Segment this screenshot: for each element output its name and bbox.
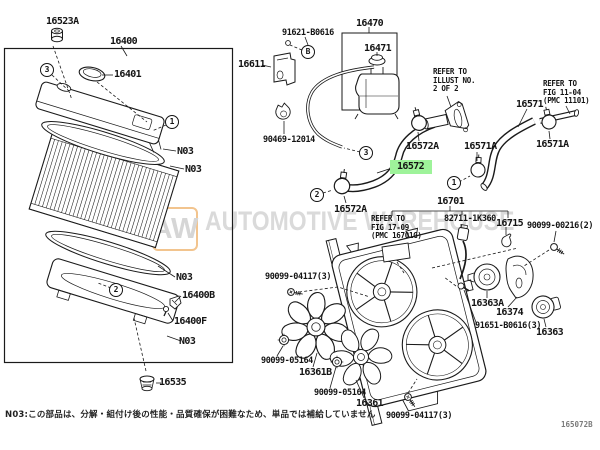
refer-to-note-2: REFER TO FIG 11-04 (PMC 11101) [543,79,590,105]
part-label-16400[interactable]: 16400 [110,36,138,47]
group-fans [279,291,393,389]
part-label-N03[interactable]: N03 [185,164,202,175]
part-label-16374[interactable]: 16374 [496,307,524,318]
part-label-16523A[interactable]: 16523A [46,16,79,27]
part-label-90099041173[interactable]: 90099-04117(3) [386,411,453,421]
part-label-16572A[interactable]: 16572A [406,141,439,152]
diagram-footnote: N03:この部品は、分解・組付け後の性能・品質確保が困難なため、単品では補給して… [5,410,376,420]
part-label-N03[interactable]: N03 [176,272,193,283]
part-label-16572[interactable]: 16572 [390,160,433,174]
group-reservoir-assembly [273,40,400,120]
part-label-16401[interactable]: 16401 [114,69,142,80]
part-label-16400B[interactable]: 16400B [182,290,215,301]
part-label-16470[interactable]: 16470 [356,18,384,29]
part-label-90099041173[interactable]: 90099-04117(3) [265,272,332,282]
callout-3[interactable]: 3 [359,146,373,160]
part-label-16571A[interactable]: 16571A [464,141,497,152]
part-label-16535[interactable]: 16535 [159,377,187,388]
part-label-16400F[interactable]: 16400F [174,316,207,327]
part-label-16571[interactable]: 16571 [516,99,544,110]
group-leader-lines [102,27,571,399]
diagram-id-code: 165072B [561,420,593,429]
callout-1[interactable]: 1 [165,115,179,129]
refer-to-note-3: REFER TO FIG 17-09 (PMC 16701G) [371,214,422,240]
part-label-9009905164[interactable]: 90099-05164 [261,356,313,366]
part-label-827111K360[interactable]: 82711-1K360 [444,214,496,224]
part-label-16611[interactable]: 16611 [238,59,266,70]
part-label-16363[interactable]: 16363 [536,327,564,338]
callout-1[interactable]: 1 [447,176,461,190]
callout-2[interactable]: 2 [310,188,324,202]
part-label-90099002162[interactable]: 90099-00216(2) [527,221,594,231]
part-label-9046912014[interactable]: 90469-12014 [263,135,315,145]
group-motors-hardware [277,224,565,410]
part-label-16471[interactable]: 16471 [364,43,392,54]
part-label-16715[interactable]: 16715 [496,218,524,229]
part-label-16363A[interactable]: 16363A [471,298,504,309]
part-label-N03[interactable]: N03 [177,146,194,157]
part-label-16361B[interactable]: 16361B [299,367,332,378]
group-dashed-lines [51,44,550,394]
part-label-16572A[interactable]: 16572A [334,204,367,215]
part-label-16701[interactable]: 16701 [437,196,465,207]
part-label-9009905164[interactable]: 90099-05164 [314,388,366,398]
part-label-N03[interactable]: N03 [179,336,196,347]
callout-3[interactable]: 3 [40,63,54,77]
callout-B[interactable]: B [301,45,315,59]
part-label-91621B0616[interactable]: 91621-B0616 [282,28,334,38]
group-fan-shroud [325,227,487,426]
refer-to-note-1: REFER TO ILLUST NO. 2 OF 2 [433,67,476,93]
callout-2[interactable]: 2 [109,283,123,297]
part-label-16571A[interactable]: 16571A [536,139,569,150]
part-label-91651B06163[interactable]: 91651-B0616(3) [475,321,542,331]
part-label-16361[interactable]: 16361 [356,398,384,409]
